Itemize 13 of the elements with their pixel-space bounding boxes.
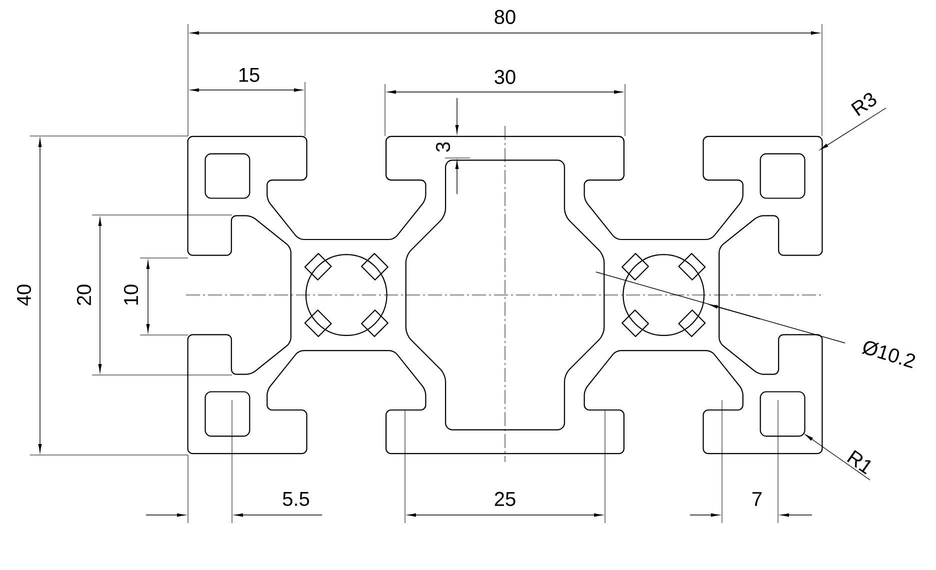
dimension-label: 40 (16, 284, 32, 306)
dimension-label: Ø10.2 (861, 341, 916, 368)
dimension-label: 7 (752, 492, 762, 506)
dimension-label: 15 (239, 68, 260, 82)
dimension-label: R1 (846, 450, 871, 474)
dimension-label: R3 (850, 93, 876, 116)
dimension-label: 5.5 (282, 492, 310, 506)
dimension-label: 20 (76, 284, 92, 306)
dimension-label: 30 (494, 70, 516, 84)
dimension-label: 80 (494, 10, 516, 24)
dimension-label: 3 (436, 142, 450, 152)
dimension-label: 10 (124, 284, 138, 305)
dimension-label: 25 (494, 492, 516, 506)
